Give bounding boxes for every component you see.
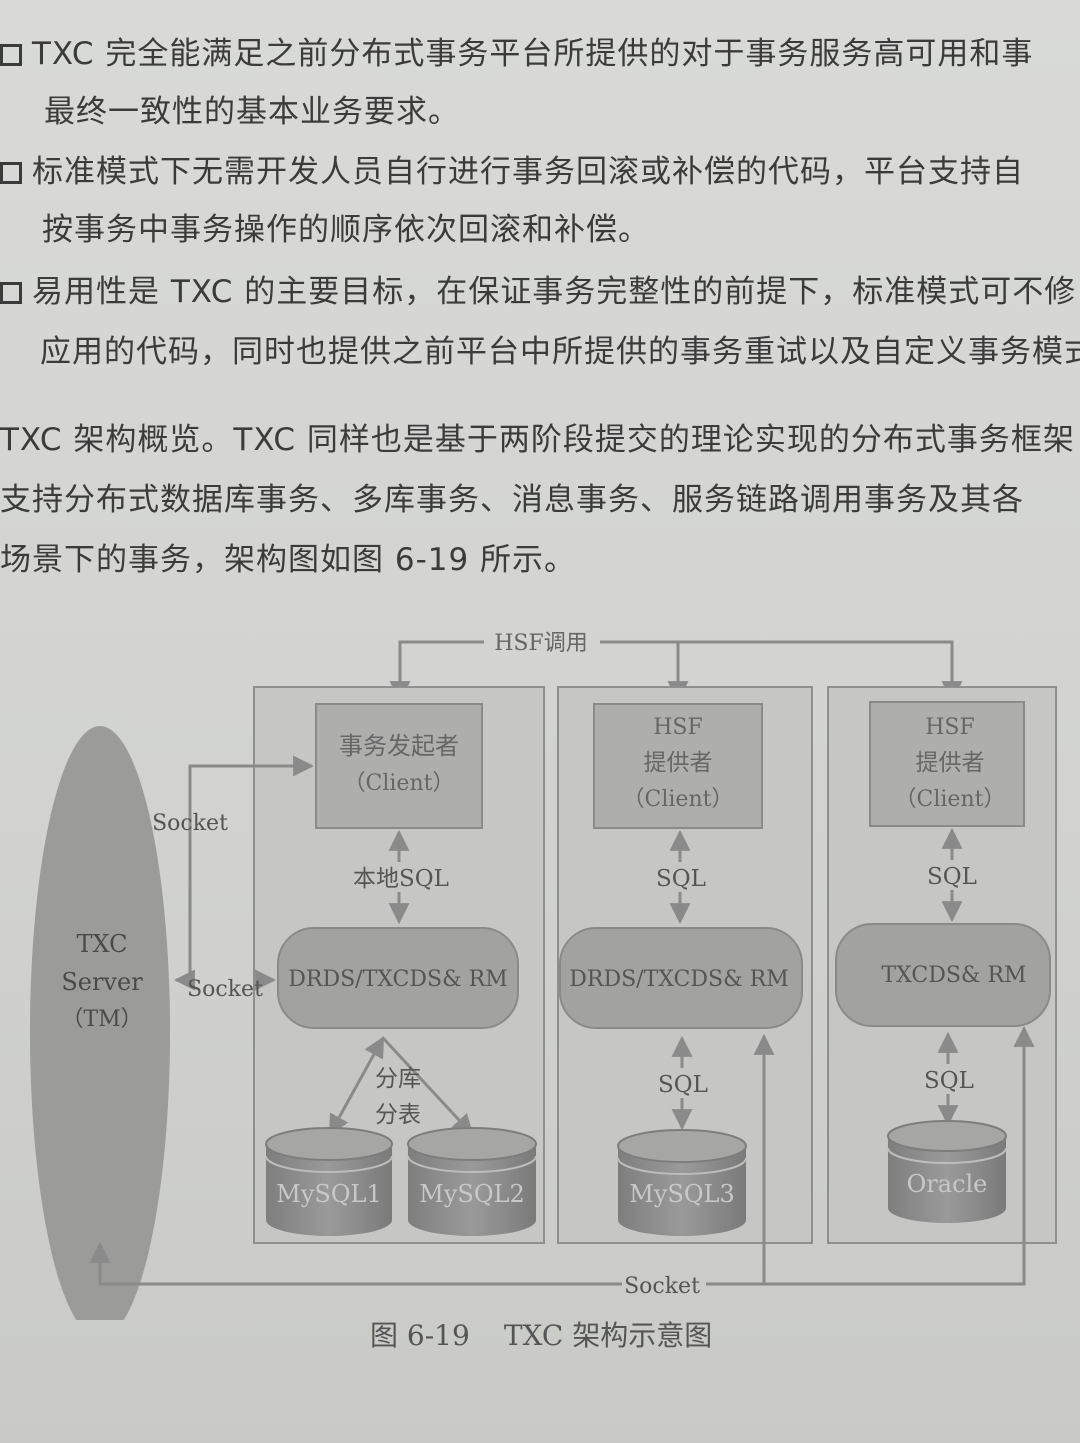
txc-server-node	[30, 726, 170, 1320]
provider2-client-label-1: HSF	[925, 715, 975, 740]
provider1-sql-label: SQL	[656, 866, 706, 892]
oracle-label: Oracle	[907, 1170, 988, 1198]
provider2-client-label-2: 提供者	[916, 750, 985, 776]
paragraph-line-3: 场景下的事务，架构图如图 6-19 所示。	[0, 542, 577, 578]
hsf-call-label: HSF调用	[494, 631, 588, 656]
paragraph-line-2: 支持分布式数据库事务、多库事务、消息事务、服务链路调用事务及其各	[0, 482, 1024, 518]
provider1-client-label-1: HSF	[653, 715, 703, 740]
provider1-client-label-3: （Client）	[623, 787, 734, 812]
figure-number: 图 6-19	[370, 1319, 470, 1352]
initiator-client-label-2: （Client）	[344, 771, 455, 796]
bullet-item-1-cont: 最终一致性的基本业务要求。	[44, 94, 460, 130]
provider2-client-box	[869, 701, 1025, 827]
sharding-label-2: 分表	[375, 1102, 421, 1128]
bullet-item-1: TXC 完全能满足之前分布式事务平台所提供的对于事务服务高可用和事	[0, 28, 1033, 73]
txc-architecture-diagram: HSF调用 TXC Server （TM） 事务发起者 （Client） 本地S…	[30, 631, 1057, 1320]
bullet-item-3-cont: 应用的代码，同时也提供之前平台中所提供的事务重试以及自定义事务模式	[40, 334, 1080, 370]
provider2-rm-box	[835, 923, 1051, 1027]
mysql3-database	[617, 1129, 747, 1236]
local-sql-label: 本地SQL	[353, 866, 449, 892]
sharding-arrows	[328, 1036, 474, 1136]
mysql1-database	[265, 1127, 393, 1236]
provider1-db-sql-label: SQL	[658, 1072, 708, 1098]
provider2-sql-label: SQL	[927, 864, 977, 890]
mysql3-label: MySQL3	[629, 1180, 734, 1208]
initiator-client-label-1: 事务发起者	[339, 732, 459, 760]
checkbox-bullet-icon	[0, 162, 22, 184]
mysql1-label: MySQL1	[276, 1180, 381, 1208]
figure-title: TXC 架构示意图	[503, 1319, 713, 1352]
provider1-client-label-2: 提供者	[644, 750, 713, 776]
figure-caption: 图 6-19 TXC 架构示意图	[370, 1314, 746, 1354]
txc-server-label-1: TXC	[76, 930, 127, 958]
socket-connectors	[89, 755, 1035, 1286]
paragraph-line-1: TXC 架构概览。TXC 同样也是基于两阶段提交的理论实现的分布式事务框架	[0, 422, 1075, 458]
mysql2-database	[407, 1127, 537, 1236]
provider2-db-sql-label: SQL	[924, 1068, 974, 1094]
provider1-rm-label: DRDS/TXCDS& RM	[569, 967, 788, 992]
provider2-rm-label: TXCDS& RM	[881, 963, 1026, 988]
initiator-rm-label: DRDS/TXCDS& RM	[288, 967, 507, 992]
initiator-client-box	[315, 703, 483, 829]
bullet-item-2-cont: 按事务中事务操作的顺序依次回滚和补偿。	[42, 212, 650, 248]
bullet-item-3: 易用性是 TXC 的主要目标，在保证事务完整性的前提下，标准模式可不修	[0, 266, 1076, 311]
socket-label-bottom: Socket	[624, 1274, 700, 1299]
initiator-rm-box	[277, 927, 519, 1029]
provider1-rm-box	[559, 927, 803, 1029]
mysql2-label: MySQL2	[419, 1180, 524, 1208]
checkbox-bullet-icon	[0, 44, 22, 66]
provider1-client-box	[593, 703, 763, 829]
txc-server-label-2: Server	[61, 968, 143, 996]
socket-label-top: Socket	[152, 811, 228, 836]
oracle-database	[887, 1120, 1007, 1223]
txc-server-label-3: （TM）	[61, 1007, 142, 1032]
provider2-client-label-3: （Client）	[895, 787, 1006, 812]
sharding-label-1: 分库	[375, 1066, 421, 1092]
socket-label-mid: Socket	[187, 977, 263, 1002]
bullet-item-2: 标准模式下无需开发人员自行进行事务回滚或补偿的代码，平台支持自	[0, 146, 1024, 191]
checkbox-bullet-icon	[0, 282, 22, 304]
